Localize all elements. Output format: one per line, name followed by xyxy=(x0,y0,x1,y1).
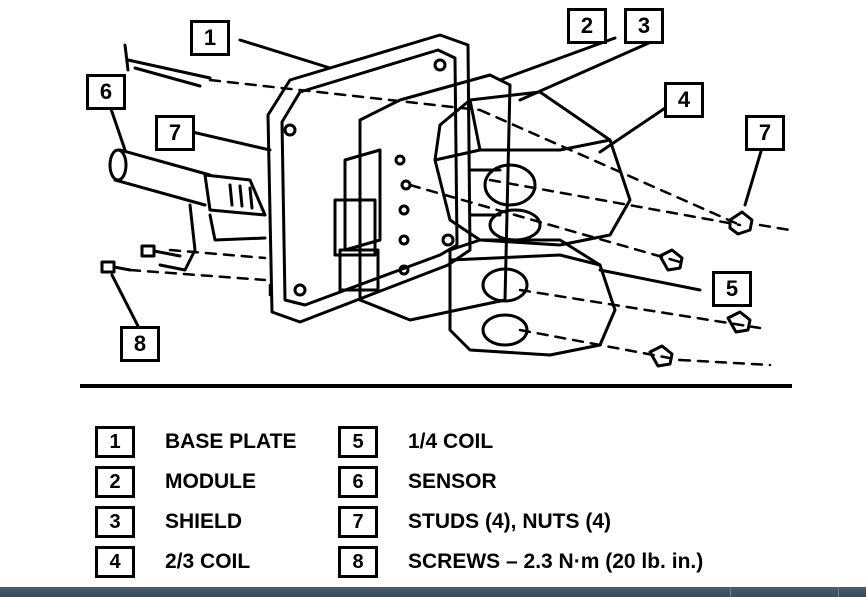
module-drawing xyxy=(333,73,512,322)
legend-label: BASE PLATE xyxy=(165,430,297,453)
callout-1: 1 xyxy=(190,20,230,56)
coil-1-4-drawing xyxy=(448,238,617,357)
legend-number: 6 xyxy=(338,466,378,498)
legend-label: STUDS (4), NUTS (4) xyxy=(408,510,612,533)
legend-label: SENSOR xyxy=(408,470,497,493)
legend-item-1: 1 BASE PLATE xyxy=(95,424,296,460)
bottom-toolbar-strip xyxy=(0,587,866,597)
screws-drawing xyxy=(100,244,182,274)
callout-7-left: 7 xyxy=(155,115,195,151)
callout-4: 4 xyxy=(664,82,704,118)
legend-number: 1 xyxy=(95,426,135,458)
legend-item-4: 4 2/3 COIL xyxy=(95,544,250,580)
toolbar-divider xyxy=(730,587,731,597)
legend-label: 2/3 COIL xyxy=(165,550,251,573)
legend-number: 3 xyxy=(95,506,135,538)
legend-item-8: 8 SCREWS – 2.3 N·m (20 lb. in.) xyxy=(338,544,703,580)
callout-7-right: 7 xyxy=(745,115,785,151)
coil-2-3-drawing xyxy=(433,90,632,247)
callout-3: 3 xyxy=(624,8,664,44)
legend-item-5: 5 1/4 COIL xyxy=(338,424,493,460)
legend-number: 4 xyxy=(95,546,135,578)
dashed-axes xyxy=(128,78,792,367)
legend-number: 5 xyxy=(338,426,378,458)
sensor-drawing xyxy=(108,148,267,272)
legend-number: 2 xyxy=(95,466,135,498)
base-plate-drawing xyxy=(266,33,472,324)
legend-item-3: 3 SHIELD xyxy=(95,504,242,540)
callout-8: 8 xyxy=(120,326,160,362)
legend-label: MODULE xyxy=(165,470,256,493)
callout-5: 5 xyxy=(712,271,752,307)
legend-label: SHIELD xyxy=(165,510,243,533)
legend-item-2: 2 MODULE xyxy=(95,464,256,500)
legend-item-6: 6 SENSOR xyxy=(338,464,497,500)
legend-label: 1/4 COIL xyxy=(408,430,494,453)
legend-number: 8 xyxy=(338,546,378,578)
callout-2: 2 xyxy=(567,8,607,44)
legend-label: SCREWS – 2.3 N·m (20 lb. in.) xyxy=(408,550,704,573)
toolbar-divider xyxy=(838,587,839,597)
legend-item-7: 7 STUDS (4), NUTS (4) xyxy=(338,504,611,540)
legend-number: 7 xyxy=(338,506,378,538)
stud-drawing xyxy=(123,43,212,88)
callout-6: 6 xyxy=(86,74,126,110)
